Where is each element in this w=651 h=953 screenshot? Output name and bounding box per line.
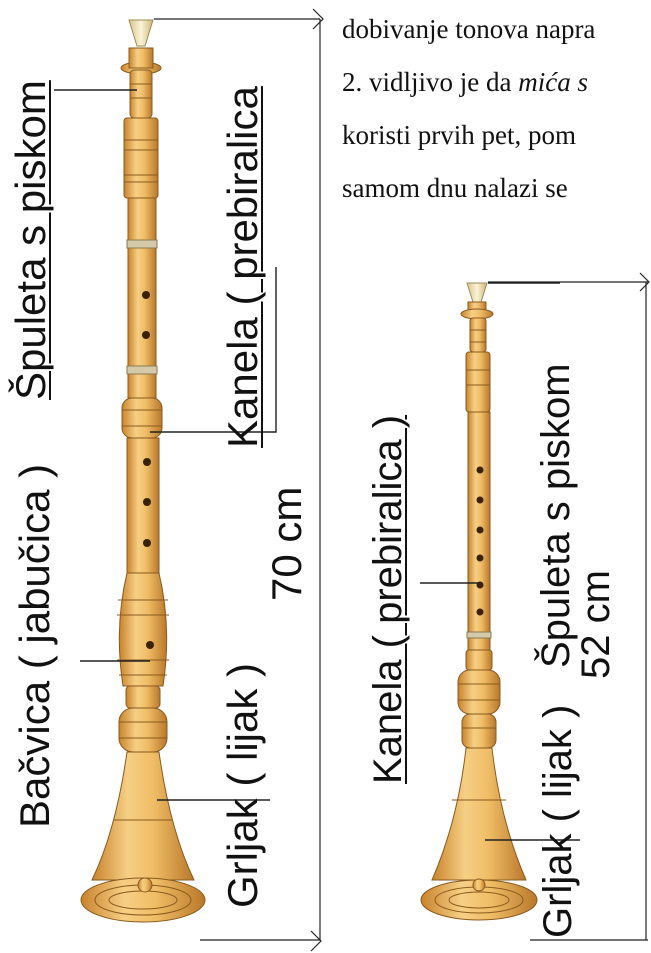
right-leader-lines [420,282,580,841]
label-spuleta-left: Špuleta s piskom [7,80,54,400]
body-text-line-3: koristi prvih pet, pom [342,120,576,150]
label-length-right: 52 cm [574,570,618,679]
label-grljak-right: Grljak ( lijak ) [536,704,580,938]
body-text-line-1: dobivanje tonova napra [342,14,596,44]
body-text-line-2: 2. vidljivo je da mića s [342,67,651,98]
left-dimension-line [154,8,324,952]
label-kanela-left: Kanela ( prebiralica [219,86,266,448]
label-length-left: 70 cm [263,486,310,601]
label-kanela-right: Kanela ( prebiralica ) [366,414,410,784]
left-leader-lines [54,89,277,801]
label-spuleta-right: Špuleta s piskom [534,363,578,668]
right-sopila [420,282,538,921]
right-dimension-line [488,272,650,941]
body-text-line-2-prefix: 2. vidljivo je da [342,67,519,97]
label-bacvica-left: Bačvica ( jabučica ) [11,463,58,828]
left-sopila [80,19,206,923]
body-text-line-4: samom dnu nalazi se [342,173,568,203]
label-grljak-left: Grljak ( lijak ) [219,662,266,908]
body-text-line-2-italic: mića s [518,67,588,97]
